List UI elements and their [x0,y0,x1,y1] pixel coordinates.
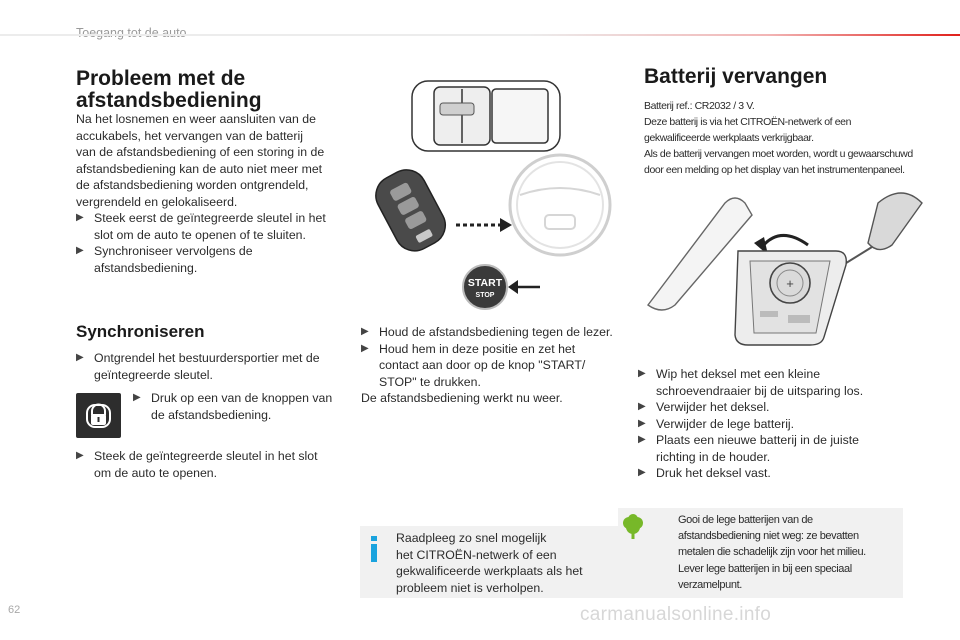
result-text: De afstandsbediening werkt nu weer. [361,391,563,405]
bullet-insert-key: ▶ Steek eerst de geïntegreerde sleutel i… [76,211,326,242]
tree-icon [621,514,645,540]
header-divider [0,34,960,36]
bullet-hold-reader: ▶Houd de afstandsbediening tegen de leze… [361,325,613,339]
key-reader-illustration: START STOP [360,75,625,320]
middle-steps: ▶Houd de afstandsbediening tegen de leze… [361,324,623,407]
battery-ref-text: Batterij ref.: CR2032 / 3 V.Deze batteri… [644,100,913,176]
heading-battery: Batterij vervangen [644,65,828,88]
page-number: 62 [8,604,21,616]
battery-step-2: ▶Verwijder het deksel. [638,400,770,414]
battery-step-5: ▶Druk het deksel vast. [638,466,771,480]
sync-step-3: ▶Steek de geïntegreerde sleutel in het s… [76,449,318,480]
start-label: START [468,277,503,289]
sync-step-1: ▶Ontgrendel het bestuurdersportier met d… [76,351,320,382]
info-icon [370,536,378,562]
battery-replacement-illustration: + [640,185,930,350]
battery-step-4: ▶Plaats een nieuwe batterij in de juiste… [638,433,860,464]
heading-remote-problem: Probleem met de afstandsbediening [76,67,262,112]
remote-problem-text: Na het losnemen en weer aansluiten van d… [76,111,346,276]
svg-text:+: + [786,276,794,291]
lock-button-icon [76,393,121,438]
battery-step-3: ▶Verwijder de lege batterij. [638,416,795,431]
watermark: carmanualsonline.info [580,604,772,625]
section-title: Toegang tot de auto [76,26,187,40]
stop-label: STOP [476,292,495,299]
heading-synchronise: Synchroniseren [76,322,205,341]
